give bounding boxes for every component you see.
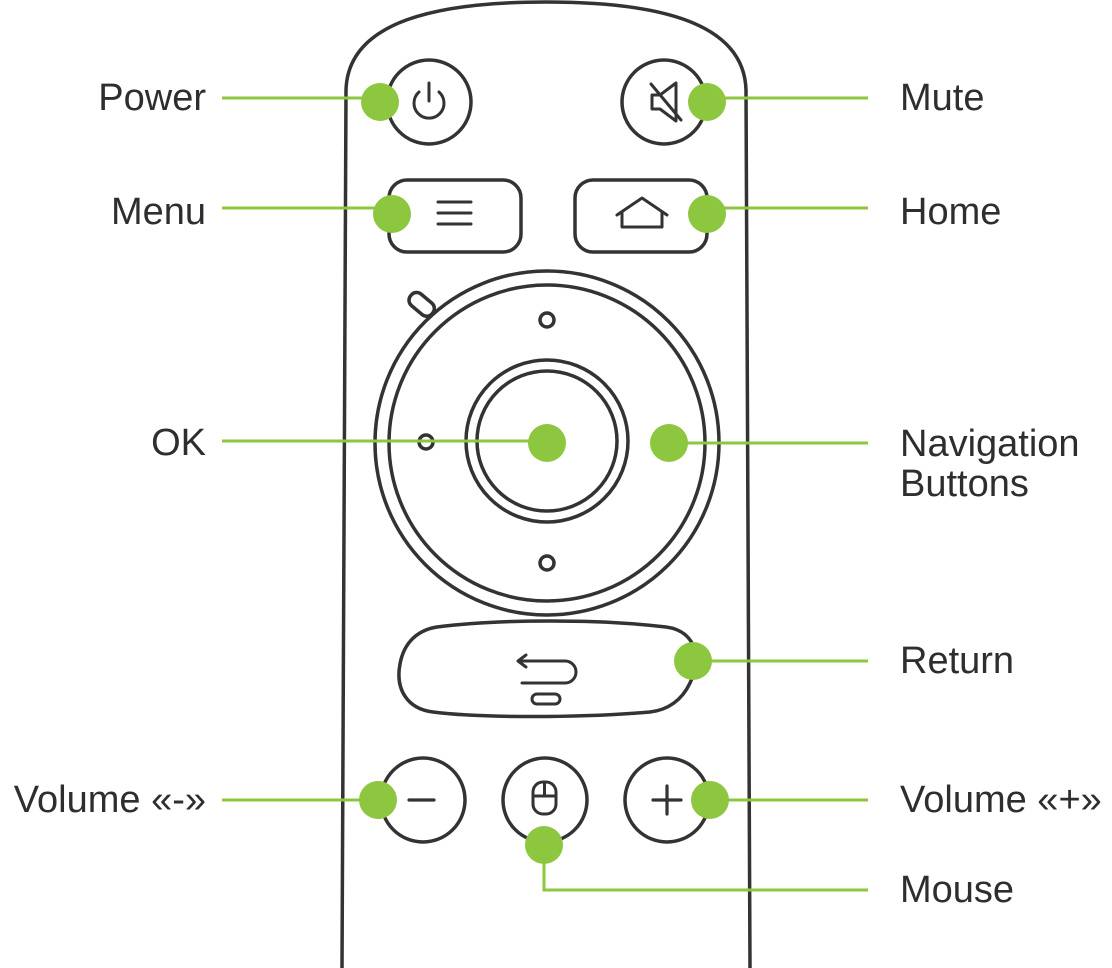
marker-dot-volume-minus bbox=[359, 781, 397, 819]
marker-dot-navigation bbox=[650, 424, 688, 462]
home-button[interactable] bbox=[573, 178, 709, 254]
marker-dot-return bbox=[674, 642, 712, 680]
marker-dot-power bbox=[361, 83, 399, 121]
leader-line-mouse bbox=[542, 845, 868, 892]
marker-dot-home bbox=[688, 195, 726, 233]
label-mute: Mute bbox=[900, 77, 985, 119]
label-navigation-line1: Navigation bbox=[900, 423, 1080, 465]
callouts bbox=[222, 83, 868, 892]
label-navigation-line2: Buttons bbox=[900, 463, 1029, 505]
menu-icon bbox=[436, 200, 473, 226]
marker-dot-volume-plus bbox=[691, 781, 729, 819]
marker-dot-menu bbox=[373, 195, 411, 233]
nav-up-dot[interactable] bbox=[538, 311, 556, 329]
label-return: Return bbox=[900, 640, 1015, 682]
label-ok: OK bbox=[151, 422, 206, 464]
nav-down-dot[interactable] bbox=[538, 554, 556, 572]
marker-dot-ok bbox=[528, 424, 566, 462]
power-icon bbox=[412, 81, 446, 120]
marker-dot-mute bbox=[688, 83, 726, 121]
label-volume-plus: Volume «+» bbox=[900, 779, 1102, 821]
label-power: Power bbox=[98, 77, 206, 119]
plus-icon bbox=[651, 784, 683, 816]
home-icon bbox=[615, 196, 669, 229]
label-navigation-buttons: Navigation Buttons bbox=[900, 424, 1080, 504]
mouse-icon bbox=[531, 780, 558, 816]
return-icon bbox=[516, 653, 578, 706]
label-mouse: Mouse bbox=[900, 869, 1015, 911]
marker-dot-mouse bbox=[525, 826, 563, 864]
mute-icon bbox=[649, 81, 683, 123]
power-button[interactable] bbox=[385, 58, 473, 146]
label-menu: Menu bbox=[110, 191, 206, 233]
label-volume-minus: Volume «-» bbox=[13, 779, 206, 821]
remote-body bbox=[340, 0, 752, 968]
return-button[interactable] bbox=[397, 619, 698, 719]
label-home: Home bbox=[900, 191, 1002, 233]
